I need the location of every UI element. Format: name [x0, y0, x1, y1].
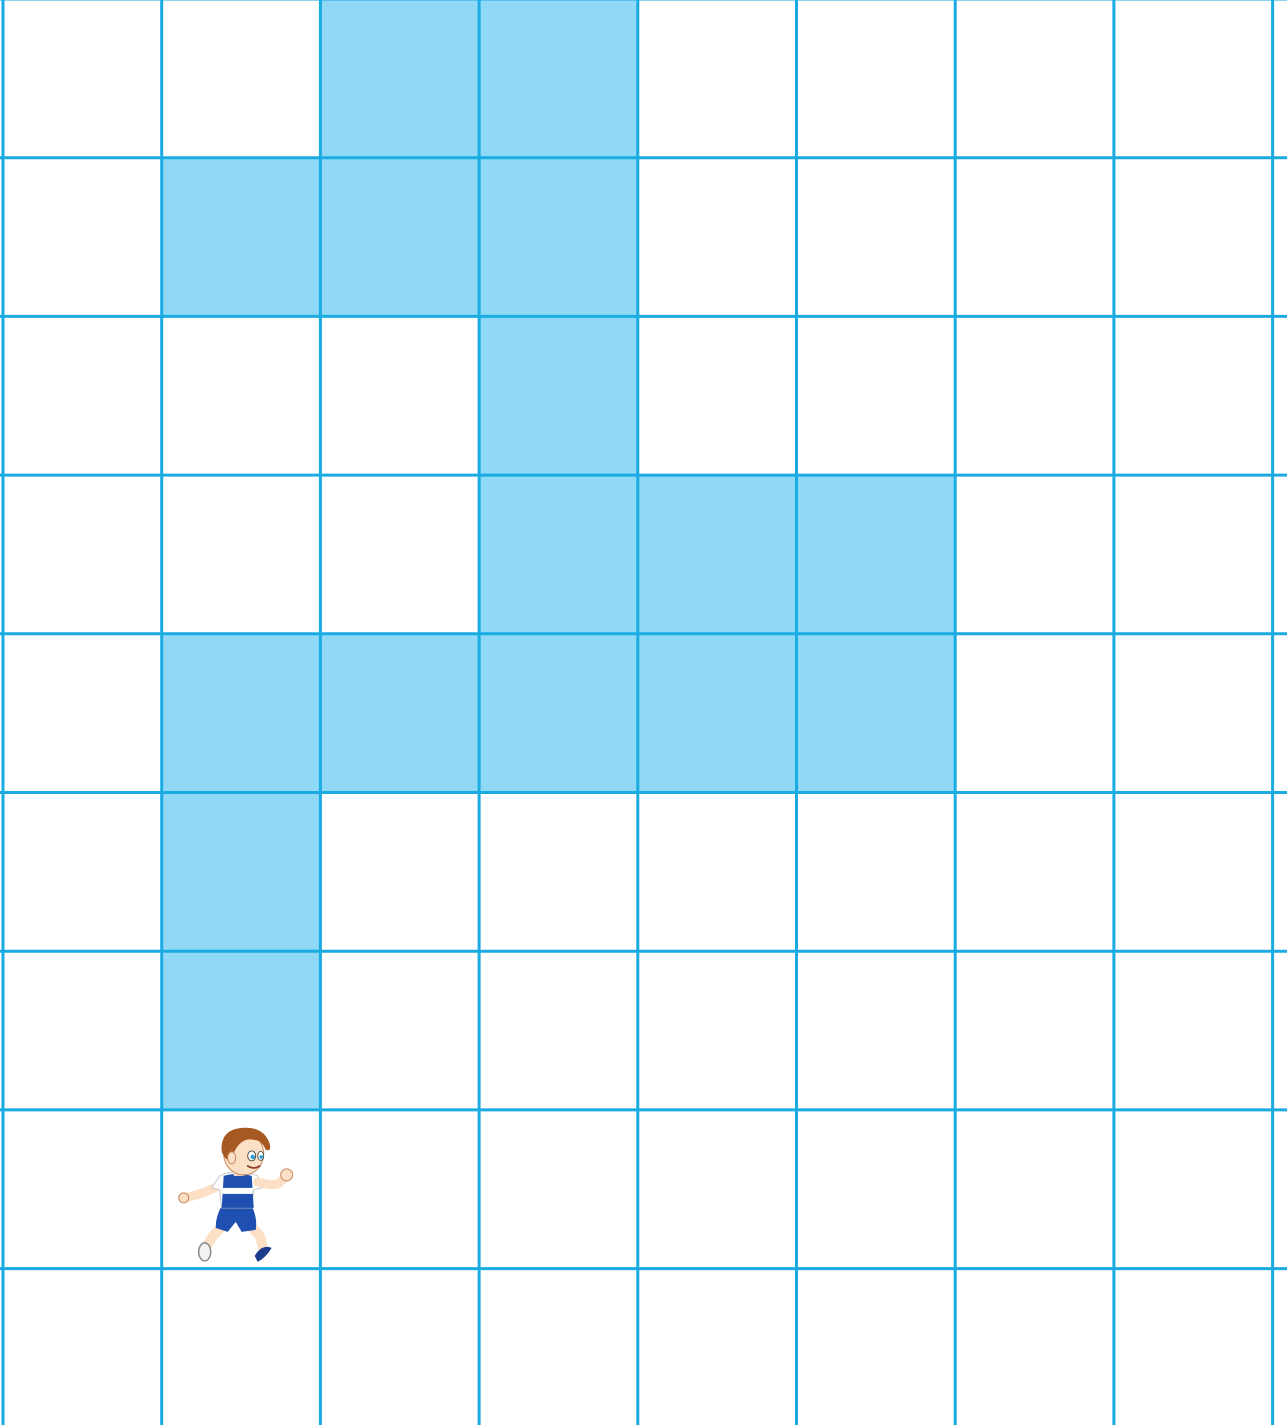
- grid-cell: [638, 1269, 797, 1425]
- runner-hand-front: [281, 1169, 293, 1181]
- path-cell: [162, 634, 321, 793]
- runner-ear: [228, 1152, 236, 1164]
- grid-cell: [320, 1269, 479, 1425]
- grid-cell: [479, 1110, 638, 1269]
- grid-cell: [320, 475, 479, 634]
- grid-cell: [797, 951, 956, 1110]
- grid-cell: [162, 1269, 321, 1425]
- grid-cell: [3, 1110, 162, 1269]
- grid-cell: [955, 0, 1114, 158]
- grid-cell: [3, 634, 162, 793]
- grid-cell: [638, 0, 797, 158]
- grid-cell: [320, 1110, 479, 1269]
- grid-cell: [1114, 1269, 1273, 1425]
- grid-cell: [3, 316, 162, 475]
- grid-cell: [320, 316, 479, 475]
- grid-cell: [638, 951, 797, 1110]
- runner-pupil: [259, 1155, 263, 1159]
- grid-cell: [638, 158, 797, 317]
- runner-shoe-back: [199, 1243, 211, 1261]
- grid-cell: [3, 475, 162, 634]
- grid-cell: [797, 158, 956, 317]
- grid-cell: [797, 0, 956, 158]
- grid-cell: [1114, 316, 1273, 475]
- path-cell: [320, 0, 479, 158]
- grid-cell: [797, 793, 956, 952]
- path-cell: [479, 0, 638, 158]
- grid-cell: [162, 316, 321, 475]
- grid-cell: [3, 951, 162, 1110]
- grid-cell: [3, 1269, 162, 1425]
- grid-cell: [797, 316, 956, 475]
- grid-cell: [955, 951, 1114, 1110]
- grid-cell: [638, 1110, 797, 1269]
- grid-cell: [797, 1269, 956, 1425]
- path-cell: [479, 634, 638, 793]
- grid-cell: [955, 316, 1114, 475]
- grid-cell: [797, 1110, 956, 1269]
- grid-cell: [638, 316, 797, 475]
- path-cell: [162, 793, 321, 952]
- path-cell: [479, 316, 638, 475]
- grid-cell: [479, 1269, 638, 1425]
- grid-cell: [162, 475, 321, 634]
- grid-cell: [3, 0, 162, 158]
- grid-cell: [320, 793, 479, 952]
- path-cell: [638, 475, 797, 634]
- grid-cell: [479, 793, 638, 952]
- grid-cell: [1114, 634, 1273, 793]
- grid-cell: [1114, 793, 1273, 952]
- runner-pupil: [251, 1155, 255, 1159]
- runner-hand-back: [179, 1193, 189, 1203]
- grid-cell: [955, 1110, 1114, 1269]
- path-cell: [162, 951, 321, 1110]
- grid-cell: [955, 793, 1114, 952]
- path-cell: [479, 475, 638, 634]
- grid-cell: [1114, 158, 1273, 317]
- grid-cell: [955, 1269, 1114, 1425]
- grid-cell: [955, 475, 1114, 634]
- path-cell: [479, 158, 638, 317]
- grid-cell: [1114, 0, 1273, 158]
- path-cell: [320, 158, 479, 317]
- path-cell: [162, 158, 321, 317]
- grid-cell: [3, 793, 162, 952]
- grid-cell: [1114, 1110, 1273, 1269]
- grid-cell: [955, 634, 1114, 793]
- path-cell: [320, 634, 479, 793]
- grid-cell: [1114, 475, 1273, 634]
- runner-stripe: [223, 1188, 253, 1194]
- path-cell: [638, 634, 797, 793]
- grid-cell: [638, 793, 797, 952]
- path-cell: [797, 634, 956, 793]
- grid-cell: [1114, 951, 1273, 1110]
- grid-cell: [479, 951, 638, 1110]
- grid-cell: [3, 158, 162, 317]
- grid-cell: [320, 951, 479, 1110]
- path-cell: [797, 475, 956, 634]
- grid-cell: [955, 158, 1114, 317]
- grid-cell: [162, 0, 321, 158]
